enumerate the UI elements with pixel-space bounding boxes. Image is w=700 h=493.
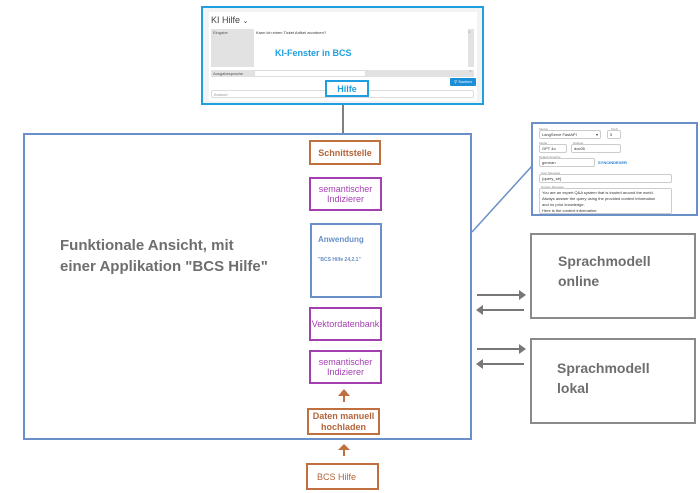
topk-value: 5 [610, 132, 613, 137]
arrow-head-to-local [519, 344, 526, 354]
hilfe-badge: Hilfe [325, 80, 369, 97]
search-icon: ⚲ [454, 79, 458, 84]
arrow-head-from-online [476, 305, 483, 315]
title-line-2: einer Applikation "BCS Hilfe" [60, 258, 268, 275]
output-language-dropdown[interactable] [366, 70, 474, 77]
modus-select[interactable]: LangServe FastAPI ▾ [539, 130, 601, 139]
input-scrollbar[interactable] [468, 29, 474, 67]
system-message-line: Here is the context information: [542, 208, 598, 213]
chevron-down-icon[interactable]: ⌄ [242, 18, 249, 25]
application-box: Anwendung "BCS Hilfe 24.2.1" [310, 223, 382, 298]
topk-label: TopK [611, 127, 618, 131]
clear-language-icon[interactable]: × [469, 69, 472, 75]
semantic-indexer-top-box: semantischer Indizierer [309, 177, 382, 211]
system-message-label: System Message [541, 185, 565, 189]
dropdown-icon: ▾ [595, 132, 598, 137]
arrow-upload-head [338, 389, 350, 396]
system-message-line: You are an expert Q&A system that is tru… [542, 190, 654, 195]
settings-panel: Modus LangServe FastAPI ▾ TopK 5 Model GP… [531, 122, 698, 216]
user-message-label: User Message [541, 171, 561, 175]
functional-view-box [23, 133, 472, 440]
output-language-field[interactable] [254, 70, 366, 77]
modus-value: LangServe FastAPI [542, 132, 577, 137]
default-language-value: german [542, 160, 556, 165]
model-label: Model [539, 141, 548, 145]
llm-online-line2: online [558, 273, 600, 289]
model-select[interactable]: GPT 4o [539, 144, 567, 153]
output-language-label: Ausgabesprache [211, 70, 254, 77]
semantic-indexer-bottom-box: semantischer Indizierer [309, 350, 382, 384]
indexer-top-line1: semantischer [318, 184, 373, 194]
indexer-bottom-line2: Indizierer [326, 367, 364, 377]
upload-line2: hochladen [320, 421, 366, 432]
system-message-line: and no prior knowledge. [542, 202, 585, 207]
default-language-label: Default Sprache [539, 155, 561, 159]
title-line-1: Funktionale Ansicht, mit [60, 237, 234, 254]
input-field[interactable]: Kann ich einen Ticket Artikel zuordnen? [254, 29, 468, 67]
upload-data-box: Daten manuell hochladen [307, 408, 380, 435]
dataset-value: doc05 [574, 146, 585, 151]
llm-local-line2: lokal [557, 380, 589, 396]
model-value: GPT 4o [542, 146, 556, 151]
ki-title-text: KI Hilfe [211, 15, 241, 25]
llm-online-line1: Sprachmodell [558, 253, 651, 269]
interface-box: Schnittstelle [309, 140, 381, 165]
topk-select[interactable]: 5 [607, 130, 621, 139]
clear-input-icon[interactable]: × [468, 30, 471, 36]
indexer-bottom-line1: semantischer [318, 357, 373, 367]
application-name: "BCS Hilfe 24.2.1" [318, 257, 361, 263]
ki-window-title: KI Hilfe ⌄ [211, 15, 248, 25]
search-button-label: Suchen [458, 79, 472, 84]
input-value: Kann ich einen Ticket Artikel zuordnen? [256, 30, 327, 35]
llm-online-box: Sprachmodell online [530, 233, 696, 319]
user-message-value: {query_str} [542, 176, 562, 181]
dataset-label: Dataset [573, 141, 584, 145]
vector-db-box: Vektordatenbank [309, 307, 382, 341]
llm-local-line1: Sprachmodell [557, 360, 650, 376]
sync-indexer-button[interactable]: SYNCINDEXER [598, 160, 627, 165]
overlay-title: KI-Fenster in BCS [275, 48, 352, 58]
arrow-head-from-local [476, 359, 483, 369]
bcs-hilfe-source-box: BCS Hilfe [306, 463, 379, 490]
system-message-line: Always answer the query using the provid… [542, 196, 656, 201]
dataset-select[interactable]: doc05 [571, 144, 621, 153]
indexer-top-line2: Indizierer [326, 194, 364, 204]
application-label: Anwendung [318, 235, 364, 244]
llm-local-box: Sprachmodell lokal [530, 338, 696, 424]
input-label: Eingabe [211, 29, 254, 67]
answer-label: Antwort [214, 92, 228, 97]
system-message-field[interactable]: You are an expert Q&A system that is tru… [539, 188, 672, 214]
arrow-head-to-online [519, 290, 526, 300]
search-button[interactable]: ⚲ Suchen [450, 78, 476, 86]
modus-label: Modus [539, 127, 549, 131]
default-language-field[interactable]: german [539, 158, 595, 167]
upload-line1: Daten manuell [312, 410, 375, 421]
user-message-field[interactable]: {query_str} [539, 174, 672, 183]
functional-view-title: Funktionale Ansicht, mit einer Applikati… [60, 235, 300, 277]
ki-window-screenshot: KI Hilfe ⌄ Eingabe Kann ich einen Ticket… [201, 6, 484, 105]
connector-main-to-settings [471, 165, 533, 233]
arrow-source-head [338, 444, 350, 450]
